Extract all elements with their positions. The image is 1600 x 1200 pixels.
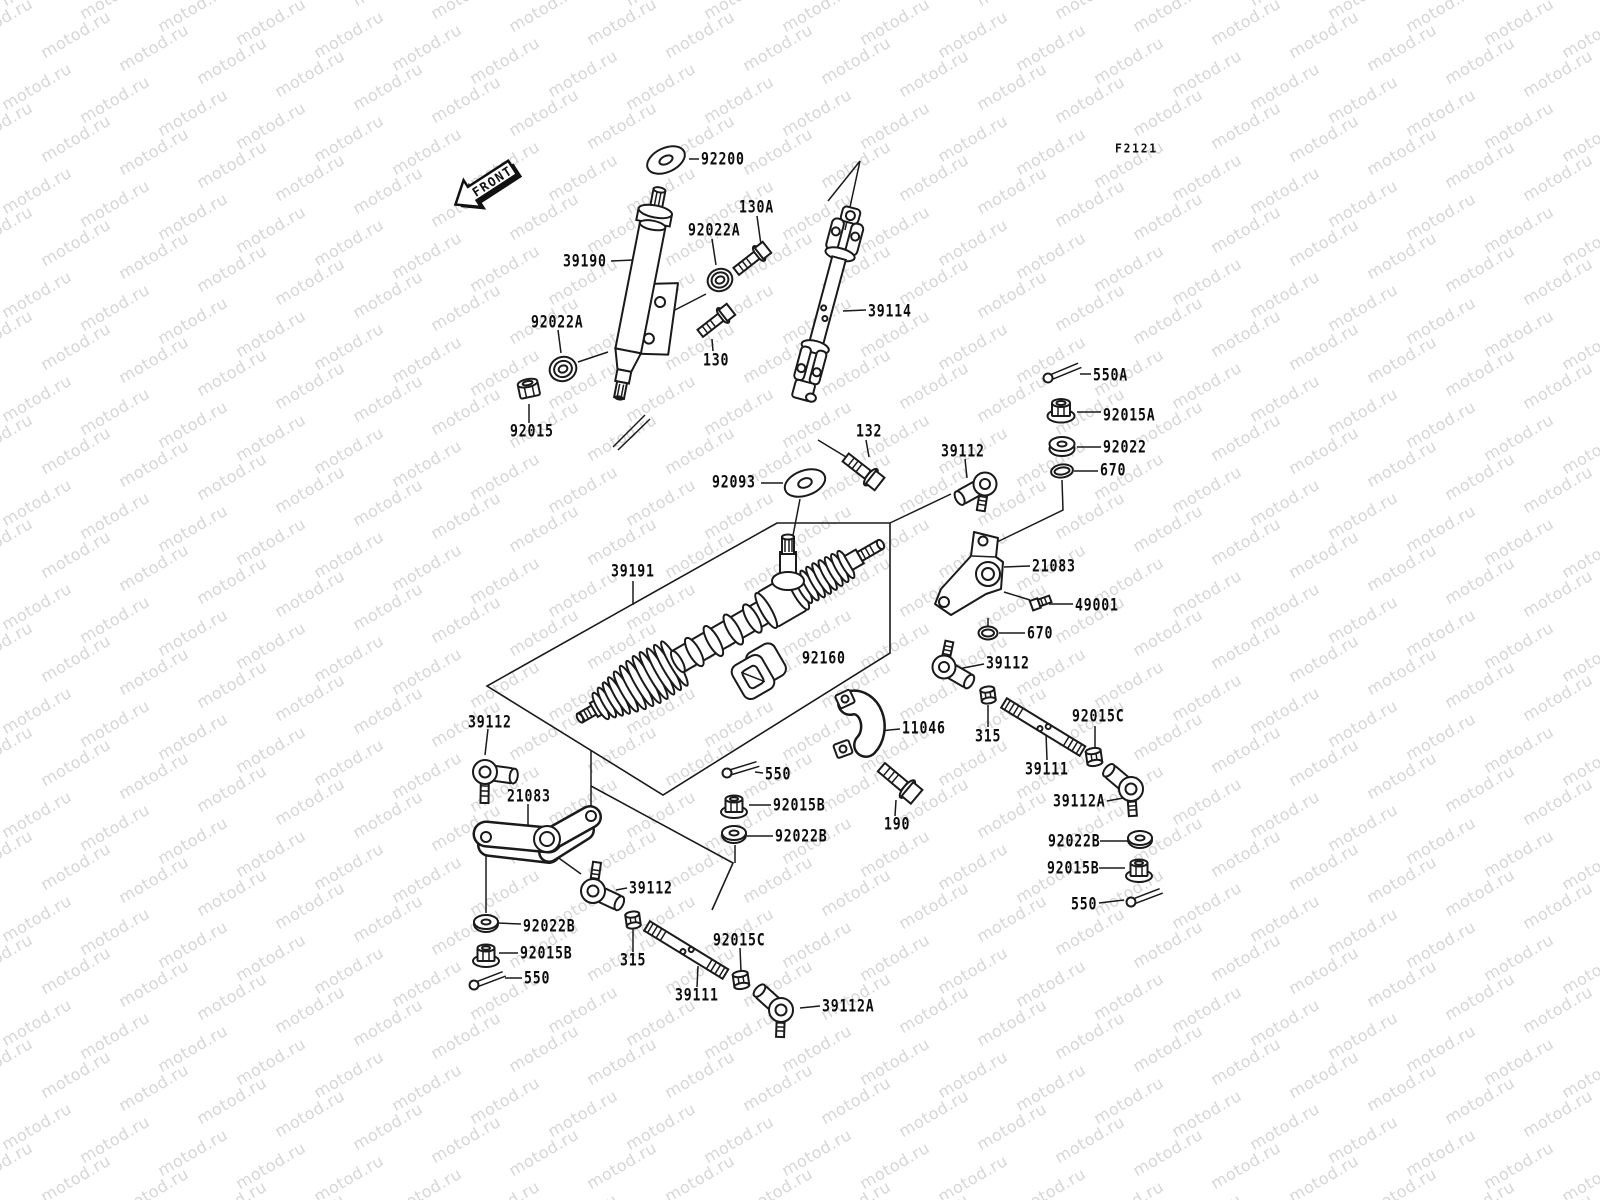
tie-rod-end-39112-mid-right xyxy=(931,639,976,690)
part-label-39112-12: 39112 xyxy=(941,441,985,461)
tie-rod-end-39112A-bottom xyxy=(752,983,794,1039)
bolt-130A xyxy=(732,240,773,277)
rack-rubber-mount-92160 xyxy=(730,642,787,701)
cotter-pin-550-mid xyxy=(721,760,760,779)
part-label-39191-15: 39191 xyxy=(611,561,655,581)
clamp-bracket-11046 xyxy=(832,688,886,759)
part-label-92015B-29: 92015B xyxy=(773,795,826,815)
part-label-92022-11: 92022 xyxy=(1103,437,1147,457)
part-label-92022A-2: 92022A xyxy=(688,220,741,240)
nut-315-right xyxy=(979,685,997,705)
tie-rod-end-39112-top-right xyxy=(953,471,998,513)
nut-92015B-right xyxy=(1125,858,1153,883)
part-label-21083-27: 21083 xyxy=(507,786,551,806)
part-label-39112-34: 39112 xyxy=(629,878,673,898)
tie-rod-end-39112A-right xyxy=(1102,763,1144,818)
cotter-pin-550-left xyxy=(468,970,507,991)
part-label-92200-0: 92200 xyxy=(701,149,745,169)
washer-92200 xyxy=(646,145,686,175)
part-label-670-13: 670 xyxy=(1100,460,1127,480)
bolt-190 xyxy=(876,761,924,806)
washer-92022A-upper xyxy=(706,267,734,293)
u-joint-shaft-39114 xyxy=(791,205,865,403)
part-label-39112A-28: 39112A xyxy=(1053,791,1106,811)
part-label-39190-3: 39190 xyxy=(563,251,607,271)
pinion-shaft xyxy=(771,533,805,591)
bolt-132 xyxy=(841,452,886,492)
nut-92015C-right xyxy=(1084,746,1104,768)
part-label-39111-25: 39111 xyxy=(1025,759,1069,779)
part-label-92015C-37: 92015C xyxy=(713,930,766,950)
part-label-92093-14: 92093 xyxy=(712,472,756,492)
washer-92022B-mid xyxy=(721,825,747,844)
part-label-21083-16: 21083 xyxy=(1032,556,1076,576)
nut-92015C-left xyxy=(731,969,751,991)
tie-rod-end-39112-mid-left xyxy=(580,860,626,912)
part-label-39114-4: 39114 xyxy=(868,301,912,321)
tie-rod-end-39112-left xyxy=(472,759,519,805)
o-ring-670-upper xyxy=(1050,463,1074,479)
part-label-315-24: 315 xyxy=(975,726,1002,746)
part-label-130-6: 130 xyxy=(703,350,730,370)
part-label-92022B-36: 92022B xyxy=(523,916,576,936)
tie-rod-39111-left xyxy=(642,919,730,981)
part-label-39112A-42: 39112A xyxy=(822,996,875,1016)
nut-92015B-mid xyxy=(720,794,748,819)
washer-92022 xyxy=(1048,436,1076,457)
part-label-550A-7: 550A xyxy=(1093,365,1128,385)
washer-92093 xyxy=(783,468,827,498)
part-label-315-39: 315 xyxy=(620,950,647,970)
leader-lines xyxy=(484,158,1130,1009)
part-label-92015B-38: 92015B xyxy=(520,943,573,963)
part-label-92015-9: 92015 xyxy=(510,421,554,441)
nut-92015B-left xyxy=(472,943,500,968)
part-label-92015A-8: 92015A xyxy=(1103,405,1156,425)
steering-column-39190 xyxy=(612,186,680,401)
part-label-92022A-5: 92022A xyxy=(531,312,584,332)
part-label-670-18: 670 xyxy=(1027,623,1054,643)
part-label-49001-17: 49001 xyxy=(1075,595,1119,615)
cotter-pin-550A xyxy=(1042,362,1082,384)
bell-crank-21083 xyxy=(934,531,1004,616)
assembly-boundary-box xyxy=(485,493,952,911)
part-label-39111-41: 39111 xyxy=(675,985,719,1005)
part-label-39112-22: 39112 xyxy=(468,712,512,732)
washer-92022B-right xyxy=(1127,830,1153,849)
part-label-92015C-21: 92015C xyxy=(1072,706,1125,726)
steering-rack-39191 xyxy=(575,538,886,724)
washer-92022B-left xyxy=(473,914,499,933)
idler-arm-21083 xyxy=(472,805,602,864)
part-label-92022B-32: 92022B xyxy=(1048,831,1101,851)
nut-92015 xyxy=(516,377,541,400)
part-label-132-10: 132 xyxy=(856,421,883,441)
part-label-39112-20: 39112 xyxy=(986,653,1030,673)
part-label-130A-1: 130A xyxy=(739,197,774,217)
part-label-92015B-33: 92015B xyxy=(1047,858,1100,878)
grease-fitting-49001 xyxy=(1028,594,1053,612)
part-label-550-26: 550 xyxy=(765,764,792,784)
o-ring-670-lower xyxy=(977,625,999,641)
bolt-130 xyxy=(696,302,737,339)
nut-315-left xyxy=(624,910,642,930)
washer-92022A-lower xyxy=(548,355,578,383)
nut-92015A xyxy=(1046,398,1076,424)
part-label-190-30: 190 xyxy=(884,814,911,834)
part-label-550-35: 550 xyxy=(1071,894,1098,914)
part-label-550-40: 550 xyxy=(524,968,551,988)
part-label-92160-19: 92160 xyxy=(802,648,846,668)
part-label-92022B-31: 92022B xyxy=(775,826,828,846)
part-label-11046-23: 11046 xyxy=(902,718,946,738)
tie-rod-39111-right xyxy=(999,696,1087,758)
figure-code: F2121 xyxy=(1115,140,1158,156)
cotter-pin-550-right xyxy=(1125,887,1164,908)
